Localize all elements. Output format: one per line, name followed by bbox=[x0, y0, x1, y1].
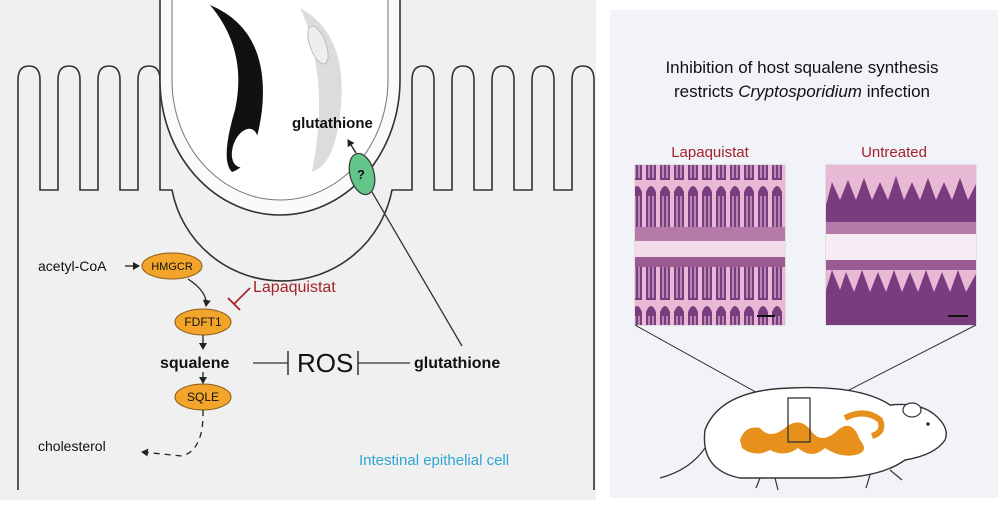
hmgcr-enzyme bbox=[141, 252, 203, 280]
sqle-label: SQLE bbox=[187, 390, 219, 404]
lapaquistat-inhibitor-label: Lapaquistat bbox=[253, 279, 336, 296]
transporter-arrow bbox=[347, 139, 357, 154]
ros-label: ROS bbox=[297, 348, 353, 378]
parasite-glutathione-label: glutathione bbox=[292, 115, 373, 132]
histology-lapaquistat-image bbox=[634, 164, 786, 326]
sqle-to-cholesterol-arrow bbox=[141, 409, 204, 457]
cholesterol-label: cholesterol bbox=[38, 438, 106, 454]
fdft1-label: FDFT1 bbox=[184, 315, 222, 329]
lapaquistat-inhibition-line bbox=[233, 287, 251, 305]
acetyl-coa-label: acetyl-CoA bbox=[38, 258, 107, 274]
transporter-protein bbox=[348, 152, 376, 196]
transporter-question-label: ? bbox=[357, 167, 365, 182]
right-title-line1: Inhibition of host squalene synthesis bbox=[665, 58, 938, 77]
title-suffix: infection bbox=[862, 82, 930, 101]
host-glutathione-label: glutathione bbox=[414, 355, 500, 372]
epithelial-cell-outline bbox=[17, 65, 595, 490]
parasite-sporozoite-light bbox=[300, 8, 342, 172]
histology-untreated-image bbox=[825, 164, 977, 326]
untreated-panel-label: Untreated bbox=[861, 144, 927, 161]
title-italic-organism: Cryptosporidium bbox=[738, 82, 862, 101]
parasite-light-oval bbox=[307, 25, 329, 65]
lapaquistat-panel-label: Lapaquistat bbox=[671, 144, 749, 161]
parasite-nucleus bbox=[231, 128, 259, 168]
mouse-intestine bbox=[740, 422, 864, 456]
lapaquistat-inhibition-bar bbox=[227, 297, 241, 311]
mouse-illustration bbox=[659, 386, 947, 491]
glutathione-to-transporter-line bbox=[371, 191, 463, 347]
cell-type-label: Intestinal epithelial cell bbox=[359, 452, 509, 469]
hmgcr-to-fdft1-arrow bbox=[187, 278, 211, 307]
squalene-label: squalene bbox=[160, 355, 229, 372]
hmgcr-label: HMGCR bbox=[151, 261, 193, 273]
title-prefix: restricts bbox=[674, 82, 738, 101]
right-title-line2: restricts Cryptosporidium infection bbox=[674, 82, 930, 101]
